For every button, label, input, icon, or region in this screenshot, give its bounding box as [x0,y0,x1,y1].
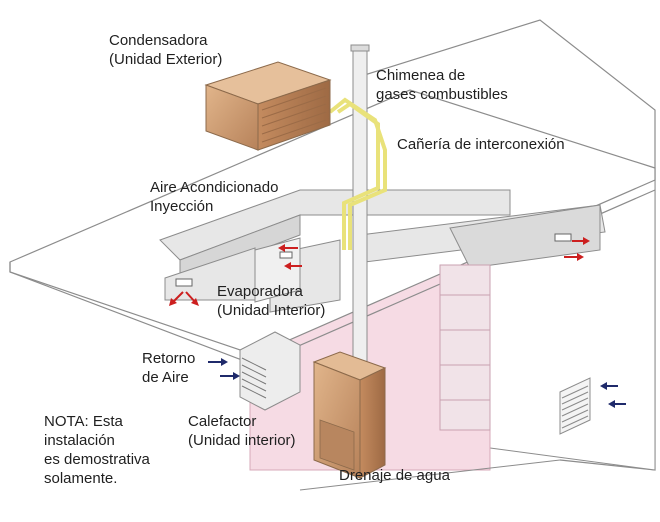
heater-label-line1: Calefactor [188,413,257,430]
chimney-label-line2: gases combustibles [376,86,508,103]
chimney-label: Chimenea de gases combustibles [376,66,508,104]
evaporator-label-line1: Evaporadora [217,283,303,300]
chimney-label-line1: Chimenea de [376,67,466,84]
supply-vent-right [554,233,572,242]
note-label-line3: es demostrativa [44,451,150,468]
note-label: NOTA: Esta instalación es demostrativa s… [44,412,150,488]
return-air-label-line1: Retorno [142,350,196,367]
condenser-label-line1: Condensadora [109,32,208,49]
evaporator-label-line2: (Unidad Interior) [217,302,326,319]
wall-return-grille [559,377,591,435]
return-air-grille [239,331,301,411]
evaporator-unit [254,237,301,303]
heater-label-line2: (Unidad interior) [188,432,296,449]
note-label-line2: instalación [44,432,115,449]
drain-label-text: Drenaje de agua [339,467,450,484]
interconnection-label: Cañería de interconexión [397,135,565,154]
note-label-line4: solamente. [44,470,118,487]
return-air-label-line2: de Aire [142,369,189,386]
return-air-arrows [208,358,626,408]
interconnection-label-text: Cañería de interconexión [397,136,565,153]
floor-edge [299,459,561,491]
chimney-pipe [350,44,370,371]
return-air-label: Retorno de Aire [142,349,195,387]
supply-air-arrows [169,237,590,306]
heater-label: Calefactor (Unidad interior) [188,412,296,450]
ac-injection-label-line1: Aire Acondicionado [150,179,279,196]
condenser-label: Condensadora (Unidad Exterior) [109,31,222,69]
evaporator-label: Evaporadora (Unidad Interior) [217,282,325,320]
ac-injection-label-line2: Inyección [150,198,214,215]
note-label-line1: NOTA: Esta [44,413,123,430]
ac-injection-label: Aire Acondicionado Inyección [150,178,278,216]
condenser-unit [204,61,332,151]
brick-column [439,264,491,431]
heater-unit [312,351,387,479]
condenser-label-line2: (Unidad Exterior) [109,51,223,68]
supply-vent-left [175,278,193,287]
drain-label: Drenaje de agua [339,466,450,485]
interconnection-pipes [328,97,387,250]
